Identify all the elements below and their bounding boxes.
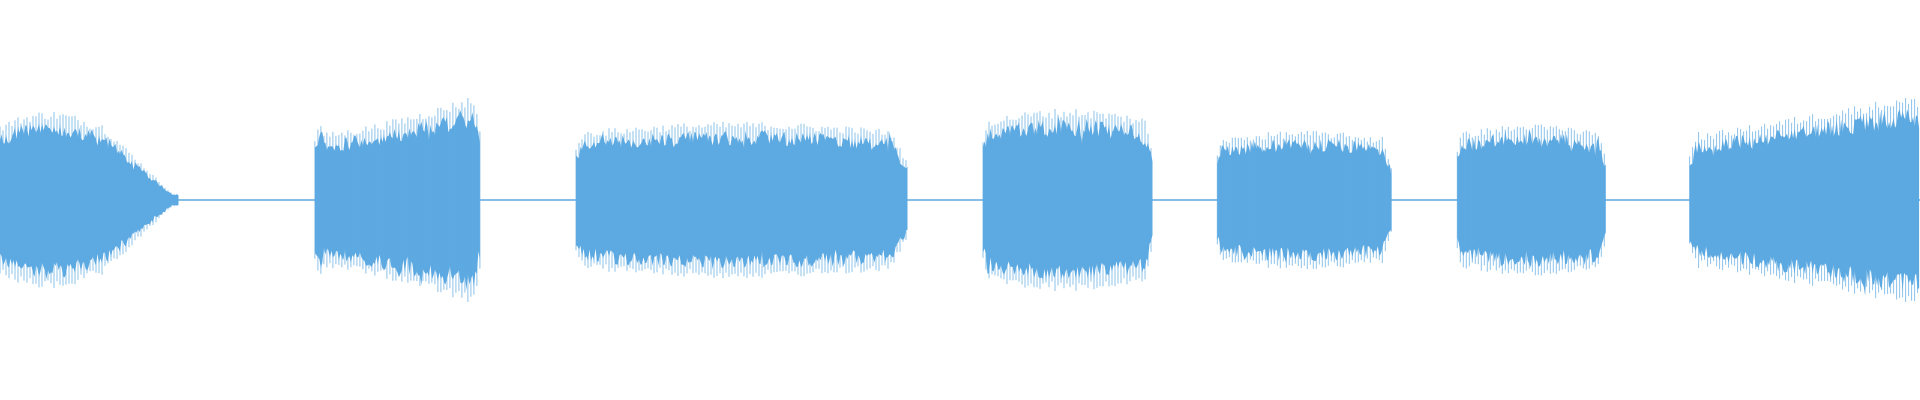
waveform-segments bbox=[0, 98, 1920, 302]
waveform-segment-2 bbox=[314, 110, 480, 291]
